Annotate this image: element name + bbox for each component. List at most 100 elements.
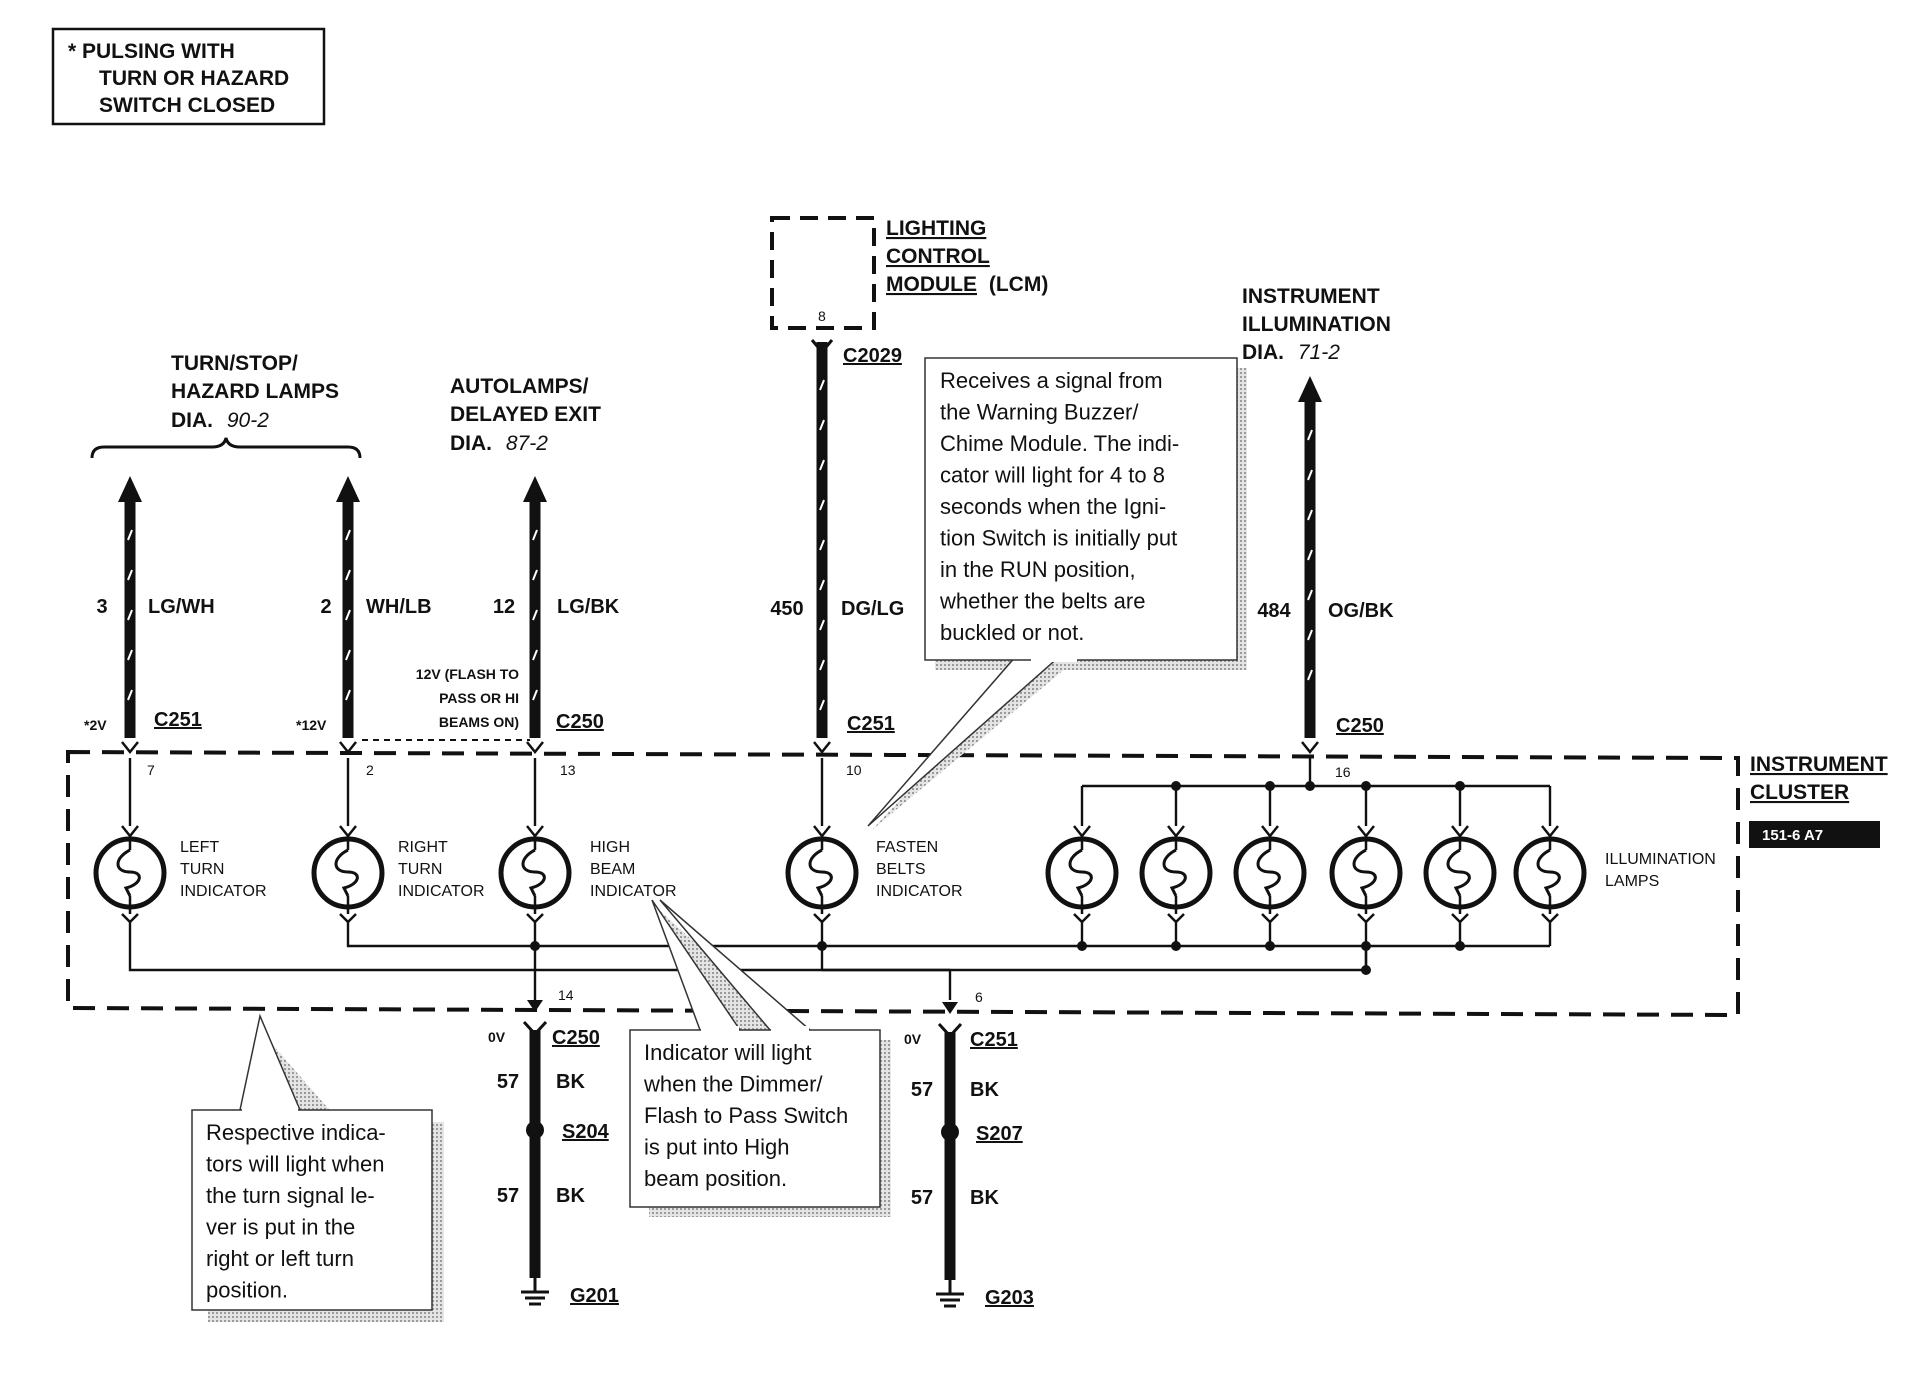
pin-7: 7 <box>147 762 155 778</box>
high-beam-label-2: BEAM <box>590 861 635 878</box>
lcm-connector: C2029 <box>843 345 902 367</box>
illum-dest-line-1: INSTRUMENT <box>1242 285 1380 308</box>
autolamps-line-2: DELAYED EXIT <box>450 403 601 426</box>
circuit-2-voltage: *12V <box>296 717 327 733</box>
note-buzzer-line-5: seconds when the Igni- <box>940 494 1166 519</box>
note-buzzer-line-1: Receives a signal from <box>940 368 1163 393</box>
fasten-belts-bulb-icon <box>785 825 859 924</box>
pin-6: 6 <box>975 989 983 1005</box>
circuit-450-number: 450 <box>770 598 803 620</box>
turn-dest-dia: DIA. 90-2 <box>171 409 269 432</box>
circuit-3-connector: C251 <box>154 709 202 731</box>
note-high-beam-line-1: Indicator will light <box>644 1040 812 1065</box>
note-buzzer-line-2: the Warning Buzzer/ <box>940 400 1139 425</box>
g201-voltage: 0V <box>488 1029 506 1045</box>
fasten-belts-label-1: FASTEN <box>876 839 938 856</box>
right-turn-bulb-icon <box>311 825 385 924</box>
note-buzzer-line-3: Chime Module. The indi- <box>940 431 1179 456</box>
g201-color-bottom: BK <box>556 1185 585 1207</box>
high-beam-label-3: INDICATOR <box>590 883 677 900</box>
circuit-484-color: OG/BK <box>1328 600 1394 622</box>
circuit-12-number: 12 <box>493 596 515 618</box>
top-connector-pins: 7 2 13 10 16 <box>121 741 1351 780</box>
circuit-450-connector: C251 <box>847 713 895 735</box>
ground-circuit-g203: 6 0V C251 57 BK S207 57 BK G203 <box>904 989 1034 1309</box>
note-buzzer-line-7: in the RUN position, <box>940 557 1136 582</box>
wire-circuit-450: C2029 450 DG/LG C251 <box>770 339 904 738</box>
left-turn-label-1: LEFT <box>180 839 219 856</box>
cluster-label-line-2: CLUSTER <box>1750 781 1849 804</box>
illumination-bulb-5-icon <box>1423 825 1497 924</box>
illumination-bulb-1-icon <box>1045 825 1119 924</box>
g201-num-top: 57 <box>497 1071 519 1093</box>
g203-num-bottom: 57 <box>911 1187 933 1209</box>
high-beam-voltage-line-3: BEAMS ON) <box>439 714 519 730</box>
internal-wiring <box>128 758 1552 1014</box>
legend-line-3: SWITCH CLOSED <box>99 94 275 117</box>
pin-2: 2 <box>366 762 374 778</box>
high-beam-bulb-icon <box>498 825 572 924</box>
note-turn-line-6: position. <box>206 1278 288 1303</box>
pin-14: 14 <box>558 987 574 1003</box>
instrument-illumination-label: INSTRUMENT ILLUMINATION DIA. 71-2 <box>1242 285 1391 364</box>
note-turn-line-4: ver is put in the <box>206 1215 355 1240</box>
turn-dest-line-2: HAZARD LAMPS <box>171 380 339 403</box>
note-turn-line-5: right or left turn <box>206 1246 354 1271</box>
g201-connector: C250 <box>552 1027 600 1049</box>
illum-dia-ref: 71-2 <box>1298 341 1340 364</box>
legend-box: * PULSING WITH TURN OR HAZARD SWITCH CLO… <box>51 27 326 126</box>
pin-16: 16 <box>1335 764 1351 780</box>
illumination-bulb-4-icon <box>1329 825 1403 924</box>
legend-line-1: * PULSING WITH <box>68 40 235 63</box>
illum-dest-dia: DIA. 71-2 <box>1242 341 1340 364</box>
splice-s207: S207 <box>976 1123 1023 1145</box>
note-turn-indicators: Respective indica-tors will light whenth… <box>191 1013 444 1322</box>
high-beam-voltage-line-1: 12V (FLASH TO <box>416 666 519 682</box>
autolamps-dia-word: DIA. <box>450 432 492 455</box>
circuit-12-connector: C250 <box>556 711 604 733</box>
g203-connector: C251 <box>970 1029 1018 1051</box>
turn-stop-hazard-label: TURN/STOP/ HAZARD LAMPS DIA. 90-2 <box>90 352 362 459</box>
g203-num-top: 57 <box>911 1079 933 1101</box>
circuit-2-color: WH/LB <box>366 596 432 618</box>
circuit-3-voltage: *2V <box>84 717 107 733</box>
ground-circuit-g201: 14 0V C250 57 BK S204 57 BK G201 <box>488 987 619 1307</box>
note-buzzer-line-6: tion Switch is initially put <box>940 526 1177 551</box>
ground-g203: G203 <box>985 1287 1034 1309</box>
wire-circuit-3: 3 LG/WH *2V C251 <box>84 476 215 738</box>
g203-voltage: 0V <box>904 1031 922 1047</box>
high-beam-label-1: HIGH <box>590 839 630 856</box>
lcm-suffix: (LCM) <box>989 273 1048 296</box>
circuit-2-number: 2 <box>320 596 331 618</box>
autolamps-dia-ref: 87-2 <box>506 432 548 455</box>
circuit-484-number: 484 <box>1257 600 1291 622</box>
bulb-labels: LEFT TURN INDICATOR RIGHT TURN INDICATOR… <box>180 839 1716 900</box>
instrument-cluster-label: INSTRUMENT CLUSTER 151-6 A7 <box>1749 753 1888 848</box>
illum-dia-word: DIA. <box>1242 341 1284 364</box>
left-turn-label-2: TURN <box>180 861 224 878</box>
ground-symbol-g201-icon <box>521 1278 549 1306</box>
splice-s204: S204 <box>562 1121 610 1143</box>
illumination-bulb-6-icon <box>1513 825 1587 924</box>
cluster-label-line-1: INSTRUMENT <box>1750 753 1888 776</box>
illum-dest-line-2: ILLUMINATION <box>1242 313 1391 336</box>
lcm-label-line-2: CONTROL <box>886 245 990 268</box>
turn-brace <box>90 437 362 459</box>
turn-dia-ref: 90-2 <box>227 409 269 432</box>
lighting-control-module: 8 LIGHTING CONTROL MODULE (LCM) <box>770 216 1048 330</box>
circuit-484-connector: C250 <box>1336 715 1384 737</box>
g203-color-bottom: BK <box>970 1187 999 1209</box>
cluster-code: 151-6 A7 <box>1762 827 1823 844</box>
note-buzzer-line-8: whether the belts are <box>939 589 1145 614</box>
lcm-label-line-1: LIGHTING <box>886 217 986 240</box>
turn-dest-line-1: TURN/STOP/ <box>171 352 298 375</box>
note-turn-line-2: tors will light when <box>206 1152 385 1177</box>
wire-circuit-2: 2 WH/LB *12V <box>296 476 530 741</box>
circuit-12-color: LG/BK <box>557 596 620 618</box>
high-beam-voltage-line-2: PASS OR HI <box>439 690 519 706</box>
note-high-beam-line-3: Flash to Pass Switch <box>644 1103 848 1128</box>
ground-g201: G201 <box>570 1285 619 1307</box>
g201-color-top: BK <box>556 1071 585 1093</box>
